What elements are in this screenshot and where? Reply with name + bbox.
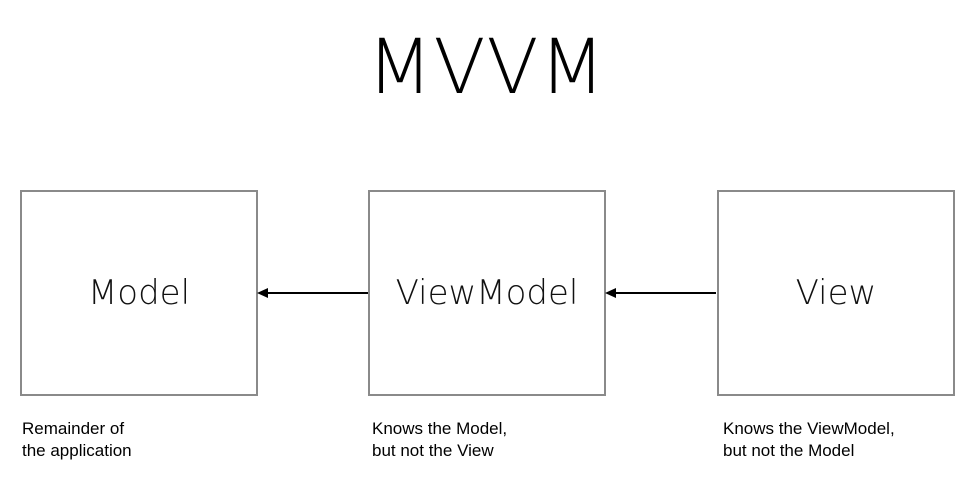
model-box: Model bbox=[20, 190, 258, 396]
model-note-line1: Remainder of bbox=[22, 419, 125, 438]
view-box: View bbox=[717, 190, 955, 396]
view-note-line1: Knows the ViewModel, bbox=[723, 419, 895, 438]
model-note: Remainder of the application bbox=[22, 418, 132, 462]
viewmodel-note-line2: but not the View bbox=[372, 441, 494, 460]
arrow-view-to-viewmodel-head bbox=[605, 288, 616, 298]
viewmodel-box-label: ViewModel bbox=[395, 273, 579, 313]
model-box-label: Model bbox=[87, 273, 191, 313]
viewmodel-note: Knows the Model, but not the View bbox=[372, 418, 507, 462]
viewmodel-note-line1: Knows the Model, bbox=[372, 419, 508, 438]
viewmodel-box: ViewModel bbox=[368, 190, 606, 396]
model-note-line2: the application bbox=[22, 441, 132, 460]
arrow-viewmodel-to-model-head bbox=[257, 288, 268, 298]
diagram-title: MVVM bbox=[366, 22, 607, 111]
view-box-label: View bbox=[795, 273, 877, 313]
view-note-line2: but not the Model bbox=[723, 441, 855, 460]
arrow-viewmodel-to-model bbox=[257, 288, 368, 298]
arrow-view-to-viewmodel bbox=[605, 288, 716, 298]
view-note: Knows the ViewModel, but not the Model bbox=[723, 418, 895, 462]
